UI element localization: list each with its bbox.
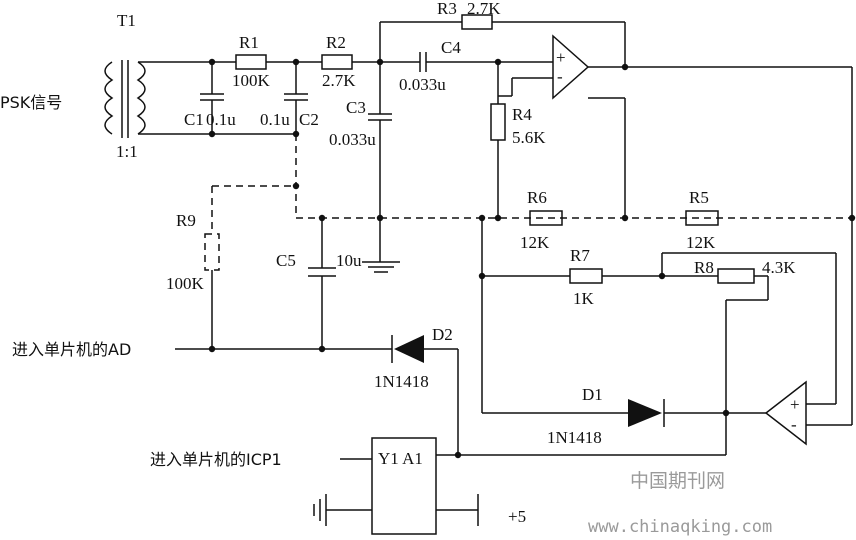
r9-value: 100K <box>166 274 205 293</box>
c4-label: C4 <box>441 38 461 57</box>
watermark-url: www.chinaqking.com <box>588 517 772 537</box>
icp-input-label: 进入单片机的ICP1 <box>150 450 282 469</box>
plus5-label: +5 <box>508 507 526 526</box>
r8-value: 4.3K <box>762 258 796 277</box>
r7-resistor <box>569 268 603 284</box>
c1-label: C1 <box>184 110 204 129</box>
r4-resistor <box>490 103 506 141</box>
op-amp-2-minus: - <box>791 415 797 434</box>
r7-value: 1K <box>573 289 595 308</box>
r8-resistor <box>717 268 755 284</box>
d1-diode <box>628 399 662 427</box>
psk-signal-label: PSK信号 <box>0 93 62 112</box>
r9-resistor <box>204 233 220 271</box>
r4-value: 5.6K <box>512 128 546 147</box>
d2-diode <box>394 335 424 363</box>
r1-resistor <box>235 54 267 70</box>
op-amp-1 <box>498 34 852 218</box>
r2-value: 2.7K <box>322 71 356 90</box>
r5-resistor <box>685 210 719 226</box>
input-filter <box>200 14 626 218</box>
op-amp-2 <box>764 380 807 446</box>
op-amp-1-minus: - <box>557 67 563 86</box>
d2-value: 1N1418 <box>374 372 429 391</box>
r1-label: R1 <box>239 33 259 52</box>
r9-label: R9 <box>176 211 196 230</box>
transformer-t1 <box>104 60 212 138</box>
c4-value: 0.033u <box>399 75 446 94</box>
d1-label: D1 <box>582 385 603 404</box>
r7-label: R7 <box>570 246 590 265</box>
ad-input-label: 进入单片机的AD <box>12 340 131 359</box>
r3-label: R3 <box>437 0 457 18</box>
r8-label: R8 <box>694 258 714 277</box>
t1-ratio-label: 1:1 <box>116 142 138 161</box>
t1-label: T1 <box>117 11 136 30</box>
r5-label: R5 <box>689 188 709 207</box>
r3-value: 2.7K <box>467 0 501 18</box>
r2-label: R2 <box>326 33 346 52</box>
y1a1-block <box>313 437 479 535</box>
c5-label: C5 <box>276 251 296 270</box>
r6-resistor <box>529 210 563 226</box>
op-amp-1-plus: + <box>556 48 566 67</box>
d2-label: D2 <box>432 325 453 344</box>
c3-value: 0.033u <box>329 130 376 149</box>
c2-label: C2 <box>299 110 319 129</box>
ad-branch <box>175 186 459 455</box>
d1-value: 1N1418 <box>547 428 602 447</box>
watermark-cn: 中国期刊网 <box>630 470 725 492</box>
c1-value: 0.1u <box>206 110 236 129</box>
c5-value: 10u <box>336 251 362 270</box>
c2-value: 0.1u <box>260 110 290 129</box>
r4-label: R4 <box>512 105 532 124</box>
comparator-stage <box>458 218 852 456</box>
y1a1-label: Y1 A1 <box>378 449 423 468</box>
r1-value: 100K <box>232 71 271 90</box>
r6-label: R6 <box>527 188 547 207</box>
r5-value: 12K <box>686 233 716 252</box>
ground-bus <box>296 67 853 425</box>
c3-label: C3 <box>346 98 366 117</box>
r6-value: 12K <box>520 233 550 252</box>
op-amp-2-plus: + <box>790 395 800 414</box>
r2-resistor <box>321 54 353 70</box>
